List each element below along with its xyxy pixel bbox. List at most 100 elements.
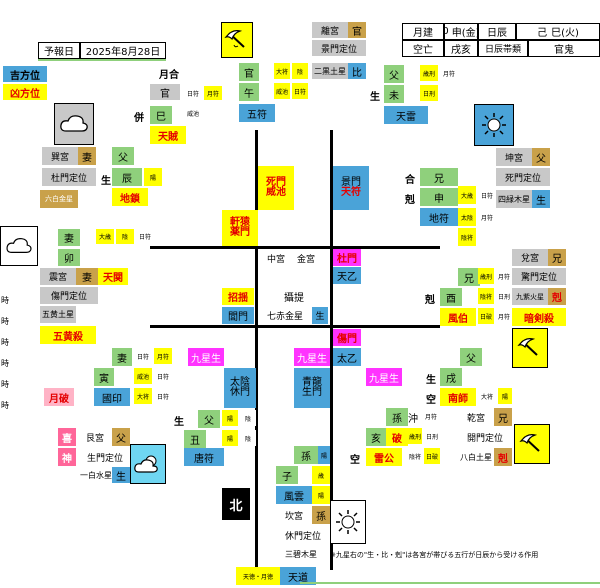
kan-tiny-0: 歳 — [312, 466, 330, 484]
month-branch: 申(金) — [451, 28, 478, 39]
wei-branch: 未 — [384, 85, 404, 103]
side-hour: 時 — [1, 317, 9, 326]
hai-branch: 亥 — [366, 428, 386, 446]
lucky-direction: 吉方位 — [3, 66, 47, 82]
kan-palace-name: 坎宮 — [284, 511, 303, 522]
day-branch: 巳(火) — [551, 28, 579, 39]
dui-relation: 兄 — [548, 249, 566, 266]
side-hour: 時 — [1, 296, 9, 305]
day-label: 日辰 — [478, 23, 516, 40]
inner-kun-b: 天符 — [341, 187, 361, 198]
qian-row-a: 空 — [426, 394, 436, 406]
qian-gen: 剋 — [494, 448, 512, 466]
wei-rel: 父 — [384, 65, 404, 83]
rain-umbrella-icon — [514, 424, 550, 464]
kun-row-c: 兄 — [420, 168, 458, 186]
li-gate: 景門定位 — [312, 40, 366, 56]
zhen-row-b: 卯 — [58, 249, 80, 266]
inner-kun: 景門天符 — [333, 166, 369, 210]
zhen-palace-name: 震宮 — [40, 268, 76, 285]
li-palace-name: 離宮 — [312, 22, 348, 38]
dui-row-a: 兄 — [458, 268, 480, 286]
zhen-deity: 天関 — [98, 268, 128, 285]
yin-tiny-2: 威池 — [134, 368, 152, 384]
side-hour: 時 — [1, 359, 9, 368]
hai-tiny-0: 月符 — [422, 408, 440, 424]
xun-deity: 地鎖 — [112, 188, 148, 206]
kun-relation: 父 — [532, 148, 550, 166]
li-left-rel: 官 — [239, 63, 259, 81]
kun-gen: 生 — [532, 190, 550, 208]
gen-row-a: 丑 — [184, 430, 206, 448]
side-hour: 時 — [1, 380, 9, 389]
gen-left-a: 喜 — [58, 428, 76, 446]
kan-tiny-top: 陽 — [318, 446, 330, 464]
kun-star: 四緑木星 — [496, 190, 532, 208]
month-num: 0 — [445, 26, 449, 37]
hai-tiny-2: 日刑 — [424, 428, 440, 444]
sun-icon — [474, 104, 514, 146]
inner-kun-a: 景門 — [341, 176, 361, 188]
qian-row-b: 生 — [426, 374, 436, 386]
gen-gen: 生 — [112, 467, 130, 483]
hai-tiny-4: 日破 — [424, 448, 440, 464]
sun-icon — [330, 500, 366, 544]
wei-tiny-0: 歳刑 — [420, 65, 438, 81]
xun-row-c: 生 — [101, 175, 111, 187]
center-peach: 杜門 — [333, 249, 361, 266]
inner-qian-a: 九星生 — [294, 348, 330, 366]
li-tiny-0: 大将 — [274, 63, 290, 79]
qian-row-c: 戌 — [440, 368, 462, 386]
top-left-b: 巳 — [150, 106, 172, 124]
zhen-deity2: 五黄殺 — [40, 326, 96, 344]
inner-kan-b: 生門 — [302, 387, 322, 398]
kan-bottom: 天徳・月徳 — [236, 567, 280, 585]
zhen-tiny-1: 陰 — [116, 229, 134, 244]
qian-palace-name: 乾宮 — [466, 413, 485, 424]
yin-rel: 妻 — [112, 348, 132, 366]
kun-deity: 地符 — [420, 208, 458, 226]
xun-gate: 杜門定位 — [42, 168, 96, 186]
inner-west-b: 薬門 — [230, 227, 250, 238]
gen-gate: 生門定位 — [86, 453, 123, 464]
dui-palace-name: 兌宮 — [512, 249, 548, 266]
chou-tiny-3: 陰 — [240, 430, 256, 446]
north-marker: 北 — [222, 488, 250, 520]
qian-gate: 開門定位 — [466, 433, 503, 444]
yin-tiny-4: 大将 — [134, 388, 152, 404]
kun-row-d: 申 — [420, 188, 458, 206]
partly-cloudy-icon — [130, 444, 166, 484]
kun-palace-name: 坤宮 — [496, 148, 532, 166]
zhen-tiny-0: 大歳 — [96, 229, 114, 244]
xun-row-b: 辰 — [112, 168, 142, 186]
inner-xun-gate-a: 死門 — [266, 176, 286, 188]
hai-tiny-1: 歳刑 — [408, 428, 422, 444]
dui-tiny-3: 陰将 — [478, 288, 494, 304]
li-branch: 午 — [239, 83, 259, 101]
center-row2a: 招揺 — [222, 288, 254, 305]
yin-deity: 國印 — [94, 388, 130, 406]
wei-tiny-1: 月符 — [440, 65, 458, 81]
gen-relation: 父 — [112, 428, 130, 446]
qian-tiny-1: 陽 — [498, 388, 512, 404]
dui-tiny-4: 日破 — [478, 308, 494, 324]
chou-tiny-0: 陽 — [222, 410, 238, 426]
kan-tiny-1: 陽 — [312, 486, 330, 504]
tl-tiny-1: 日符 — [184, 86, 202, 100]
grid-line-v1 — [255, 130, 258, 570]
divider-line — [300, 582, 600, 584]
rain-umbrella-icon — [512, 328, 548, 368]
grid-line-h1 — [150, 246, 440, 249]
top-left-a: 併 — [134, 112, 144, 124]
yin-branch: 寅 — [94, 368, 114, 386]
void-value: 戌亥 — [444, 40, 478, 57]
day-cycle: 己 — [537, 28, 548, 39]
gen-left-b: 神 — [58, 448, 76, 466]
zhen-row-a: 妻 — [58, 229, 80, 246]
partly-cloudy-icon — [0, 226, 38, 266]
inner-xun-gate-b: 威池 — [266, 187, 286, 198]
inner-dui-deity: 傷門 — [333, 329, 361, 346]
center-gate: 閭門 — [222, 307, 254, 324]
hai-b: 破 — [386, 428, 408, 446]
kan-deity2: 天道 — [280, 567, 316, 585]
